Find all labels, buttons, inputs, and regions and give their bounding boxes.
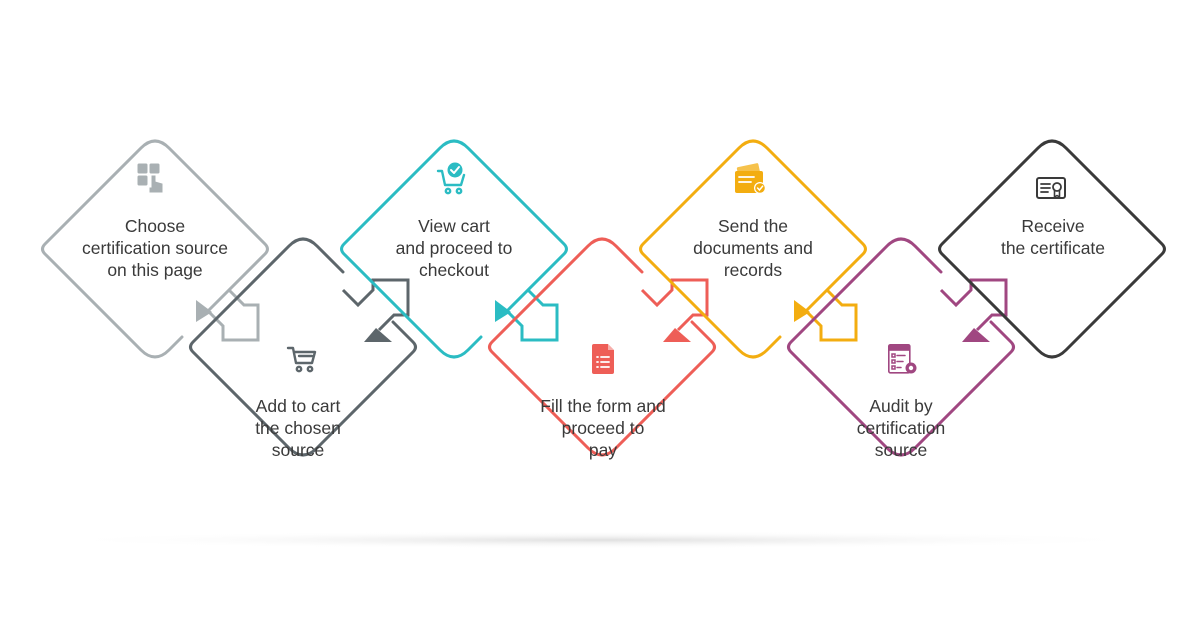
step-fill-form-connector bbox=[640, 278, 709, 332]
cart-check-icon bbox=[436, 162, 466, 195]
step-choose-source-line-1: Choose bbox=[125, 216, 185, 236]
step-add-to-cart-line-2: the chosen bbox=[255, 418, 341, 438]
step-choose-source-frame bbox=[41, 139, 269, 359]
form-document-icon bbox=[592, 344, 614, 374]
step-send-documents-line-2: documents and bbox=[693, 238, 813, 258]
step-send-documents-connector bbox=[805, 288, 858, 342]
step-view-cart-connector bbox=[506, 288, 559, 342]
step-send-documents-frame bbox=[639, 139, 867, 359]
step-choose-source-line-2: certification source bbox=[82, 238, 228, 258]
floor-shadow bbox=[40, 531, 1160, 549]
select-hand-icon bbox=[137, 163, 163, 193]
step-fill-form-line-1: Fill the form and bbox=[540, 396, 665, 416]
certificate-icon bbox=[1036, 177, 1066, 199]
cart-check-badge bbox=[447, 162, 463, 178]
step-fill-form-arrowhead bbox=[663, 328, 691, 342]
step-view-cart: View cart and proceed to checkout bbox=[340, 139, 568, 359]
step-fill-form: Fill the form and proceed to pay bbox=[488, 237, 716, 460]
cart-icon bbox=[286, 346, 317, 373]
step-add-to-cart-connector bbox=[341, 278, 410, 332]
step-view-cart-line-3: checkout bbox=[419, 260, 489, 280]
step-fill-form-line-3: pay bbox=[589, 440, 617, 460]
step-audit: Audit by certification source bbox=[787, 237, 1015, 460]
step-send-documents-arrowhead bbox=[794, 300, 810, 322]
step-choose-source-line-3: on this page bbox=[107, 260, 202, 280]
audit-checklist-icon bbox=[888, 344, 917, 374]
step-view-cart-line-2: and proceed to bbox=[396, 238, 513, 258]
step-fill-form-frame bbox=[488, 237, 716, 457]
step-audit-arrowhead bbox=[962, 328, 990, 342]
step-send-documents: Send the documents and records bbox=[639, 139, 867, 359]
step-audit-connector bbox=[939, 278, 1008, 332]
step-view-cart-frame bbox=[340, 139, 568, 359]
documents-icon bbox=[735, 163, 766, 194]
step-add-to-cart-line-3: source bbox=[272, 440, 325, 460]
step-send-documents-line-1: Send the bbox=[718, 216, 788, 236]
step-view-cart-arrowhead bbox=[495, 300, 511, 322]
step-add-to-cart-arrowhead bbox=[364, 328, 392, 342]
step-add-to-cart-frame bbox=[189, 237, 417, 457]
step-audit-line-1: Audit by bbox=[869, 396, 932, 416]
step-add-to-cart: Add to cart the chosen source bbox=[189, 237, 417, 460]
step-audit-line-3: source bbox=[875, 440, 928, 460]
documents-check-badge bbox=[755, 183, 765, 193]
step-audit-frame bbox=[787, 237, 1015, 457]
step-choose-source-arrowhead bbox=[196, 300, 212, 322]
step-receive-certificate-frame bbox=[938, 139, 1166, 359]
step-receive-certificate-line-2: the certificate bbox=[1001, 238, 1105, 258]
step-choose-source: Choose certification source on this page bbox=[41, 139, 269, 359]
step-send-documents-line-3: records bbox=[724, 260, 783, 280]
step-add-to-cart-line-1: Add to cart bbox=[256, 396, 341, 416]
step-choose-source-connector bbox=[207, 288, 260, 342]
step-audit-line-2: certification bbox=[857, 418, 946, 438]
step-receive-certificate-line-1: Receive bbox=[1021, 216, 1084, 236]
step-receive-certificate: Receive the certificate bbox=[938, 139, 1166, 359]
step-fill-form-line-2: proceed to bbox=[562, 418, 645, 438]
step-view-cart-line-1: View cart bbox=[418, 216, 490, 236]
